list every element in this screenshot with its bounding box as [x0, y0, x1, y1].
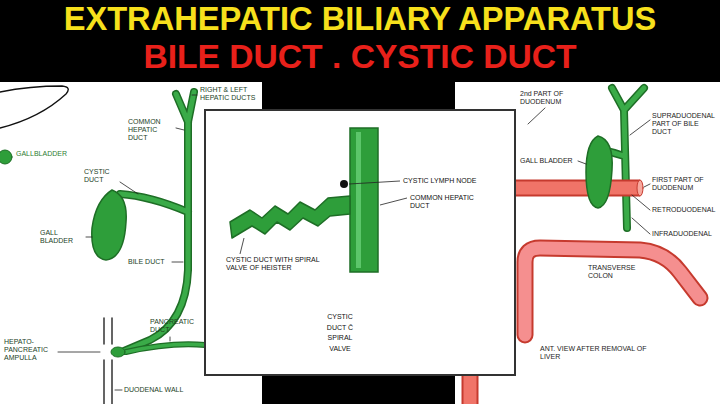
part-label: HEPATO-PANCREATIC AMPULLA [4, 338, 56, 362]
part-label: DUODENAL WALL [124, 386, 196, 394]
label-slot: CYSTIC LYMPH NODE [403, 177, 503, 185]
part-label: GALL BLADDER [520, 157, 580, 165]
part-label: GALL BLADDER [40, 229, 84, 245]
label-slot: PANCREATIC DUCT [150, 318, 200, 334]
part-label: PANCREATIC DUCT [150, 318, 200, 334]
part-label: INFRADUODENAL [652, 230, 718, 238]
label-slot: CYSTIC DUCT WITH SPIRAL VALVE OF HEISTER [226, 256, 336, 272]
view-note: ANT. VIEW AFTER REMOVAL OF LIVER [540, 345, 654, 361]
title: EXTRAHEPATIC BILIARY APPARATUS [0, 0, 720, 38]
label-slot: SUPRADUODENAL PART OF BILE DUCT [652, 112, 718, 136]
caption-note: CYSTIC DUCT C̄ SPIRAL VALVE [318, 312, 362, 354]
part-label: GALLBLADDER [16, 150, 76, 158]
label-slot: 2nd PART OF DUODENUM [520, 90, 582, 106]
label-slot: COMMON HEPATIC DUCT [410, 194, 490, 210]
label-slot: CYSTIC DUCT C̄ SPIRAL VALVE [318, 312, 362, 354]
part-label: 2nd PART OF DUODENUM [520, 90, 582, 106]
part-label: CYSTIC LYMPH NODE [403, 177, 503, 185]
middle-illustration [230, 128, 407, 272]
label-slot: FIRST PART OF DUODENUM [652, 176, 718, 192]
part-label: FIRST PART OF DUODENUM [652, 176, 718, 192]
middle-panel [205, 110, 515, 375]
label-slot: TRANSVERSE COLON [588, 264, 644, 280]
label-slot: GALL BLADDER [520, 157, 580, 165]
part-label: COMMON HEPATIC DUCT [410, 194, 490, 210]
part-label: TRANSVERSE COLON [588, 264, 644, 280]
part-label: COMMON HEPATIC DUCT [128, 118, 174, 142]
label-slot: RETRODUODENAL [652, 206, 718, 214]
part-label: BILE DUCT [128, 258, 172, 266]
part-label: RIGHT & LEFT HEPATIC DUCTS [200, 86, 260, 102]
part-label: CYSTIC DUCT WITH SPIRAL VALVE OF HEISTER [226, 256, 336, 272]
part-label: SUPRADUODENAL PART OF BILE DUCT [652, 112, 718, 136]
label-slot: CYSTIC DUCT [84, 168, 118, 184]
left-illustration [0, 86, 205, 404]
label-slot: RIGHT & LEFT HEPATIC DUCTS [200, 86, 260, 102]
label-slot: GALLBLADDER [16, 150, 76, 158]
label-slot: BILE DUCT [128, 258, 172, 266]
label-slot: BILE DUCT . CYSTIC DUCT [0, 38, 720, 76]
part-label: CYSTIC DUCT [84, 168, 118, 184]
label-slot: INFRADUODENAL [652, 230, 718, 238]
subtitle: BILE DUCT . CYSTIC DUCT [0, 38, 720, 76]
label-slot: COMMON HEPATIC DUCT [128, 118, 174, 142]
part-label: RETRODUODENAL [652, 206, 718, 214]
label-slot: DUODENAL WALL [124, 386, 196, 394]
label-slot: GALL BLADDER [40, 229, 84, 245]
label-slot: HEPATO-PANCREATIC AMPULLA [4, 338, 56, 362]
title-slot: EXTRAHEPATIC BILIARY APPARATUS [0, 0, 720, 38]
label-slot: ANT. VIEW AFTER REMOVAL OF LIVER [540, 345, 654, 361]
